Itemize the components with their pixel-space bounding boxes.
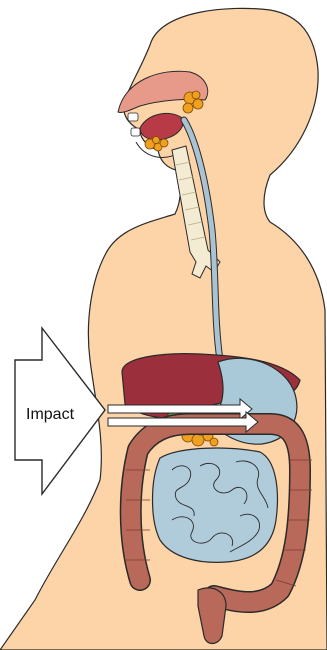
upper-teeth bbox=[128, 113, 138, 121]
lower-teeth bbox=[131, 128, 140, 136]
body-silhouette bbox=[0, 8, 327, 650]
impact-label: Impact bbox=[26, 406, 75, 423]
